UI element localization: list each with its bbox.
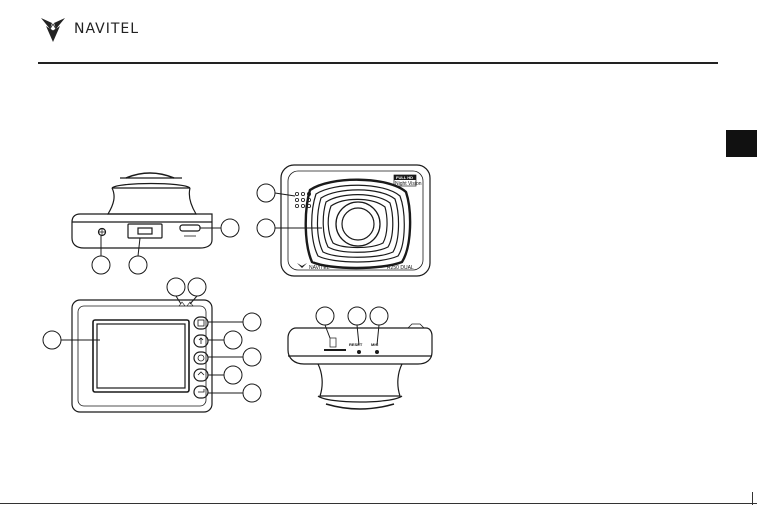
badge-bottom: Night Vision <box>395 181 422 187</box>
reset-label: RESET <box>349 342 363 347</box>
footer-divider <box>0 503 757 504</box>
mode-icon <box>198 389 204 392</box>
front-brand-label: NAVITEL <box>309 265 330 271</box>
sd-card-icon <box>330 338 336 347</box>
mic-label: MIC <box>371 342 378 347</box>
badge-top: FULL HD <box>396 175 413 180</box>
page-edge-mark <box>752 492 753 505</box>
menu-icon <box>198 320 204 326</box>
ok-icon <box>198 355 204 361</box>
up-icon <box>199 338 203 344</box>
rear-view <box>72 300 212 412</box>
model-label: R250 DUAL <box>387 265 414 271</box>
top-view <box>72 173 212 248</box>
bottom-view <box>288 324 432 409</box>
callouts <box>43 184 388 402</box>
down-icon <box>198 372 204 375</box>
